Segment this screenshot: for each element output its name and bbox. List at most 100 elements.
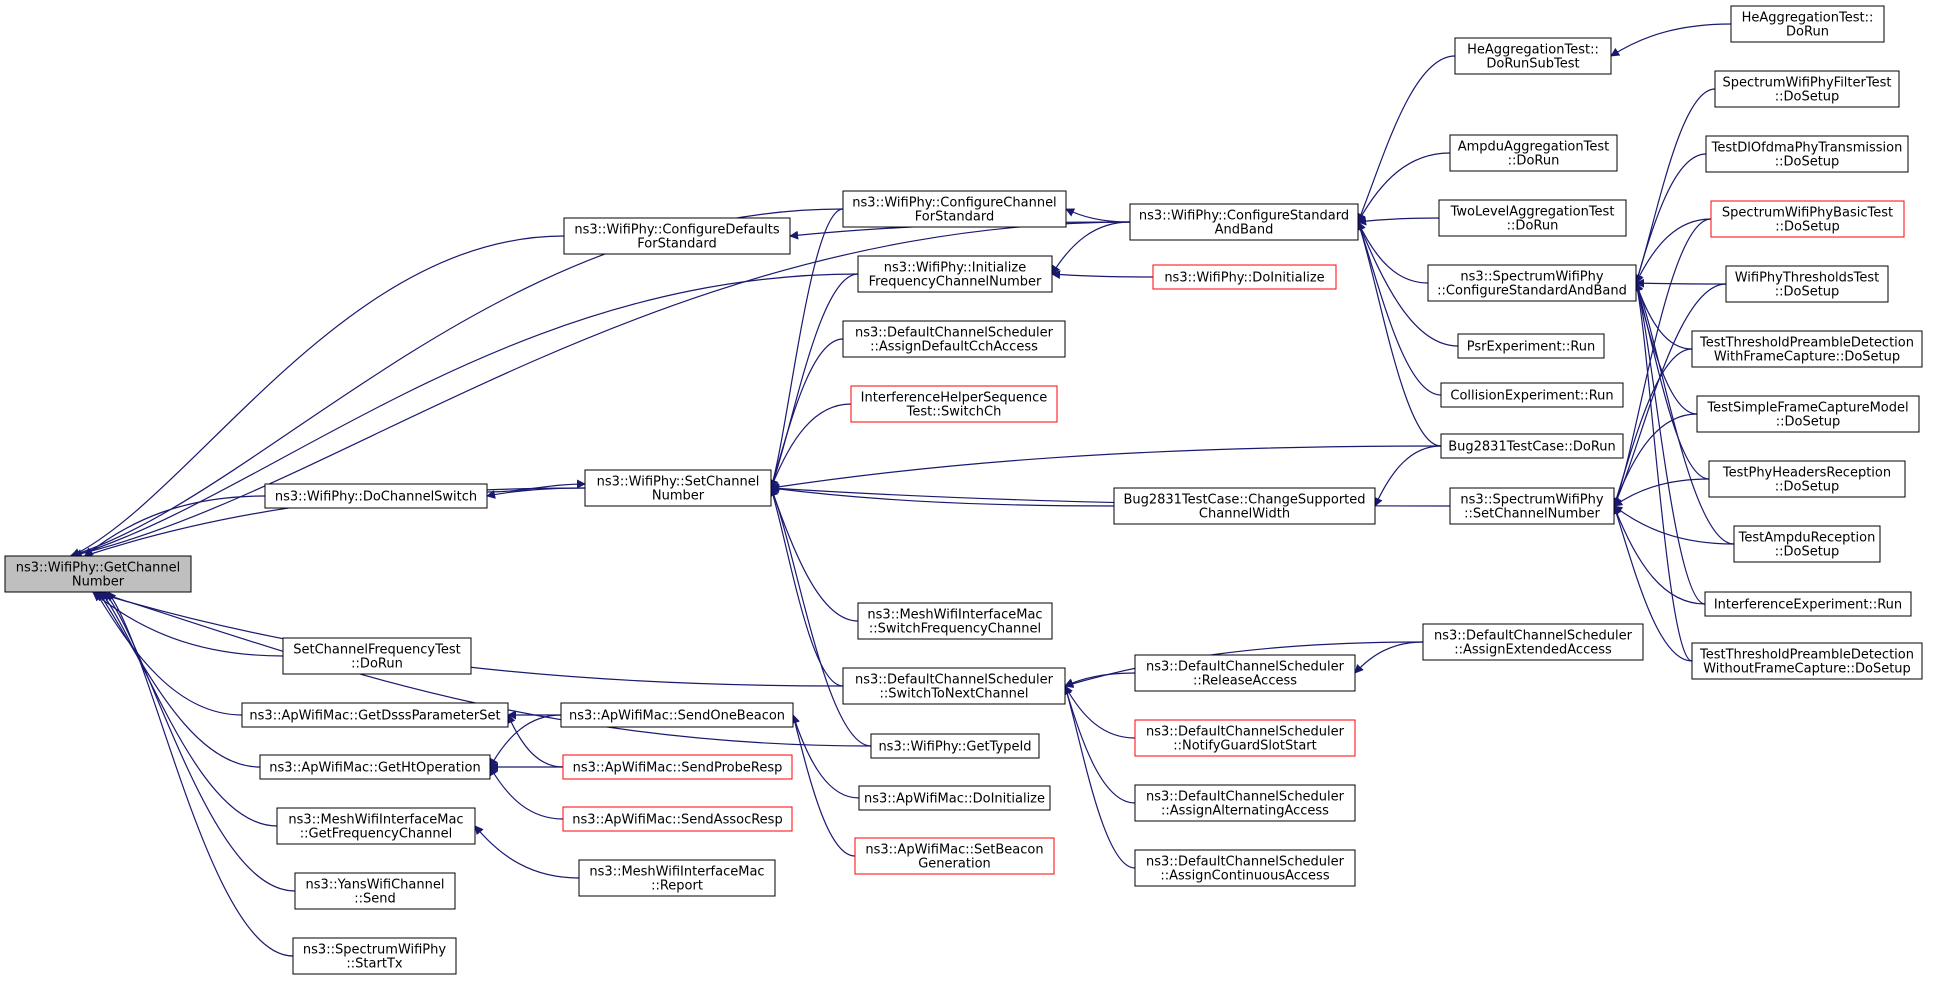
node-label: TestDlOfdmaPhyTransmission [1711, 141, 1903, 156]
node-bug2831-change[interactable]: Bug2831TestCase::ChangeSupportedChannelW… [1113, 487, 1376, 525]
node-wifiphy-doinit[interactable]: ns3::WifiPhy::DoInitialize [1152, 264, 1337, 290]
node-label: SetChannelFrequencyTest [293, 643, 460, 658]
node-label: ns3::WifiPhy::ConfigureDefaults [574, 223, 780, 238]
node-setchannelfreq-test[interactable]: SetChannelFrequencyTest::DoRun [282, 637, 472, 675]
node-label: ns3::DefaultChannelScheduler [1146, 660, 1345, 675]
node-yans-send[interactable]: ns3::YansWifiChannel::Send [294, 872, 456, 910]
node-box [1457, 333, 1605, 359]
node-label: ::DoSetup [1775, 220, 1840, 235]
node-apmac-doinit[interactable]: ns3::ApWifiMac::DoInitialize [858, 785, 1051, 811]
node-apmac-getdsss[interactable]: ns3::ApWifiMac::GetDsssParameterSet [241, 702, 509, 728]
node-spf-basic[interactable]: SpectrumWifiPhyBasicTest::DoSetup [1710, 200, 1905, 238]
edge-wifiphy_initfreq-to-wifiphy_setchannel [769, 273, 859, 489]
node-label: ns3::WifiPhy::GetChannel [16, 561, 181, 576]
node-dlofdma[interactable]: TestDlOfdmaPhyTransmission::DoSetup [1705, 135, 1909, 173]
node-box [4, 555, 192, 593]
edge-dcs_extended-to-dcs_release [1354, 641, 1424, 674]
node-label: ::NotifyGuardSlotStart [1173, 739, 1317, 754]
edge-dcs_switchnext-to-wifiphy_setchannel [769, 487, 844, 687]
node-he-dorun[interactable]: HeAggregationTest::DoRun [1730, 5, 1885, 43]
node-apmac-getht[interactable]: ns3::ApWifiMac::GetHtOperation [259, 754, 491, 780]
node-preamble-with[interactable]: TestThresholdPreambleDetectionWithFrameC… [1691, 330, 1923, 368]
node-box [1710, 200, 1905, 238]
edge-ihs_switchch-to-wifiphy_setchannel [769, 403, 852, 489]
node-box [850, 385, 1058, 423]
node-label: ::SwitchToNextChannel [879, 687, 1028, 702]
edge-dcs_extended-to-dcs_switchnext [1064, 641, 1424, 689]
node-simplecapture[interactable]: TestSimpleFrameCaptureModel::DoSetup [1696, 395, 1920, 433]
node-label: TestThresholdPreambleDetection [1699, 648, 1914, 663]
node-wifiphy-configstd[interactable]: ns3::WifiPhy::ConfigureStandardAndBand [1129, 203, 1359, 241]
node-label: ::AssignDefaultCchAccess [870, 340, 1038, 355]
edge-preamble_without-to-spectrum_configstd [1633, 282, 1693, 662]
node-label: Bug2831TestCase::DoRun [1448, 440, 1616, 455]
node-preamble-without[interactable]: TestThresholdPreambleDetectionWithoutFra… [1691, 642, 1923, 680]
edge-apmac_setbeacon-to-apmac_sendonebeacon [790, 714, 856, 857]
node-mesh-report[interactable]: ns3::MeshWifiInterfaceMac::Report [578, 859, 776, 897]
node-psr-run[interactable]: PsrExperiment::Run [1457, 333, 1605, 359]
node-mesh-getfreq[interactable]: ns3::MeshWifiInterfaceMac::GetFrequencyC… [276, 807, 476, 845]
node-spectrum-configstd[interactable]: ns3::SpectrumWifiPhy::ConfigureStandardA… [1427, 264, 1637, 302]
node-mesh-switchfreq[interactable]: ns3::MeshWifiInterfaceMac::SwitchFrequen… [857, 602, 1053, 640]
node-wifiphy-configchannel[interactable]: ns3::WifiPhy::ConfigureChannelForStandar… [842, 190, 1067, 228]
node-dcs-release[interactable]: ns3::DefaultChannelScheduler::ReleaseAcc… [1134, 654, 1356, 692]
node-apmac-sendonebeacon[interactable]: ns3::ApWifiMac::SendOneBeacon [560, 702, 794, 728]
node-label: ::SwitchFrequencyChannel [869, 622, 1041, 637]
node-interference-run[interactable]: InterferenceExperiment::Run [1704, 591, 1912, 617]
node-dcs-continuous[interactable]: ns3::DefaultChannelScheduler::AssignCont… [1134, 849, 1356, 887]
node-label: ns3::ApWifiMac::SendAssocResp [572, 813, 782, 828]
node-label: ns3::DefaultChannelScheduler [1146, 790, 1345, 805]
node-spf-filter[interactable]: SpectrumWifiPhyFilterTest::DoSetup [1714, 70, 1900, 108]
node-label: ChannelWidth [1199, 507, 1290, 522]
node-apmac-sendproberesp[interactable]: ns3::ApWifiMac::SendProbeResp [562, 754, 793, 780]
node-label: ns3::DefaultChannelScheduler [1146, 855, 1345, 870]
node-box [1733, 525, 1881, 563]
edge-phyheaders-to-spectrum_configstd [1634, 282, 1710, 480]
node-apmac-sendassocresp[interactable]: ns3::ApWifiMac::SendAssocResp [562, 806, 793, 832]
node-dcs-assigndefault[interactable]: ns3::DefaultChannelScheduler::AssignDefa… [842, 320, 1066, 358]
node-dcs-notify[interactable]: ns3::DefaultChannelScheduler::NotifyGuar… [1134, 719, 1356, 757]
node-wifiphy-setchannel[interactable]: ns3::WifiPhy::SetChannelNumber [584, 469, 772, 507]
node-wifiphy-configure-defaults[interactable]: ns3::WifiPhy::ConfigureDefaultsForStanda… [563, 217, 791, 255]
node-ampdu-agg[interactable]: AmpduAggregationTest::DoRun [1449, 134, 1618, 172]
node-box [1134, 784, 1356, 822]
node-box [562, 806, 793, 832]
edge-mesh_report-to-mesh_getfreq [474, 825, 580, 879]
node-bug2831-dorun[interactable]: Bug2831TestCase::DoRun [1440, 433, 1624, 459]
edge-he_dorun-to-he_dorunsub [1610, 23, 1732, 57]
node-wifiphy-initfreq[interactable]: ns3::WifiPhy::InitializeFrequencyChannel… [857, 255, 1053, 293]
edge-dcs_notify-to-dcs_switchnext [1064, 685, 1136, 739]
node-twolevel-agg[interactable]: TwoLevelAggregationTest::DoRun [1438, 199, 1627, 237]
node-collision-run[interactable]: CollisionExperiment::Run [1440, 382, 1624, 408]
node-wifiphy-dochannelswitch[interactable]: ns3::WifiPhy::DoChannelSwitch [264, 483, 488, 509]
node-wifiphy-gettypeid[interactable]: ns3::WifiPhy::GetTypeId [870, 733, 1040, 759]
edge-wifiphy_dochannelswitch-to-root [84, 495, 266, 557]
edge-wifiphy_doinit-to-wifiphy_initfreq [1051, 270, 1154, 280]
node-dcs-alternating[interactable]: ns3::DefaultChannelScheduler::AssignAlte… [1134, 784, 1356, 822]
node-spectrum-setchannel[interactable]: ns3::SpectrumWifiPhy::SetChannelNumber [1449, 487, 1615, 525]
node-thresholds[interactable]: WifiPhyThresholdsTest::DoSetup [1725, 265, 1889, 303]
node-label: ns3::ApWifiMac::GetDsssParameterSet [249, 709, 500, 724]
node-label: InterferenceHelperSequence [861, 391, 1048, 406]
node-box [1449, 134, 1618, 172]
node-he-dorunsub[interactable]: HeAggregationTest::DoRunSubTest [1454, 37, 1612, 75]
edge-wifiphy_configstd-to-wifiphy_configchannel [1065, 208, 1131, 223]
node-label: Generation [918, 857, 991, 872]
node-label: PsrExperiment::Run [1467, 340, 1596, 355]
node-box [870, 733, 1040, 759]
node-dcs-switchnext[interactable]: ns3::DefaultChannelScheduler::SwitchToNe… [842, 667, 1066, 705]
edge-dcs_alternating-to-dcs_switchnext [1062, 685, 1136, 804]
node-box [842, 190, 1067, 228]
node-label: FrequencyChannelNumber [869, 275, 1042, 290]
node-box [1438, 199, 1627, 237]
node-spectrum-starttx[interactable]: ns3::SpectrumWifiPhy::StartTx [292, 937, 457, 975]
node-phyheaders[interactable]: TestPhyHeadersReception::DoSetup [1708, 460, 1906, 498]
node-dcs-extended[interactable]: ns3::DefaultChannelScheduler::AssignExte… [1422, 623, 1644, 661]
node-ampdu-reception[interactable]: TestAmpduReception::DoSetup [1733, 525, 1881, 563]
node-box [842, 320, 1066, 358]
node-label: ::DoRun [1507, 219, 1559, 234]
node-label: HeAggregationTest:: [1467, 43, 1599, 58]
